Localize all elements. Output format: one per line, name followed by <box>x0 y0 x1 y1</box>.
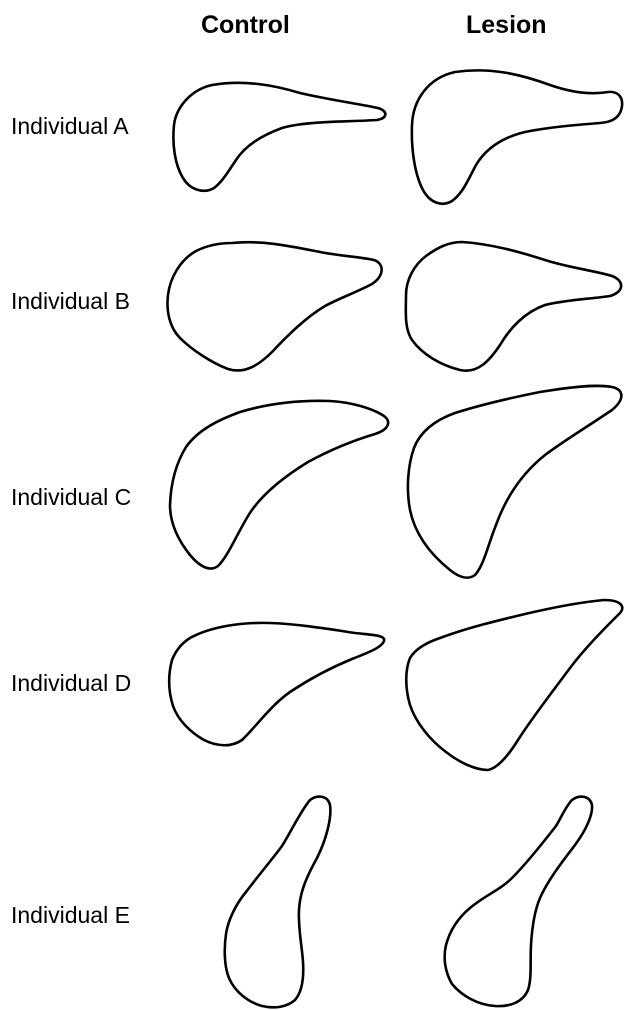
outline-c-control <box>170 401 388 569</box>
outline-c-lesion <box>408 386 621 578</box>
outline-b-control <box>168 242 382 370</box>
outline-e-lesion <box>445 797 592 1007</box>
outline-e-control <box>225 797 331 1008</box>
outline-d-lesion <box>406 600 622 770</box>
outline-a-lesion <box>412 70 622 203</box>
outline-a-control <box>173 83 385 191</box>
outline-d-control <box>169 623 384 745</box>
outline-b-lesion <box>406 242 621 371</box>
